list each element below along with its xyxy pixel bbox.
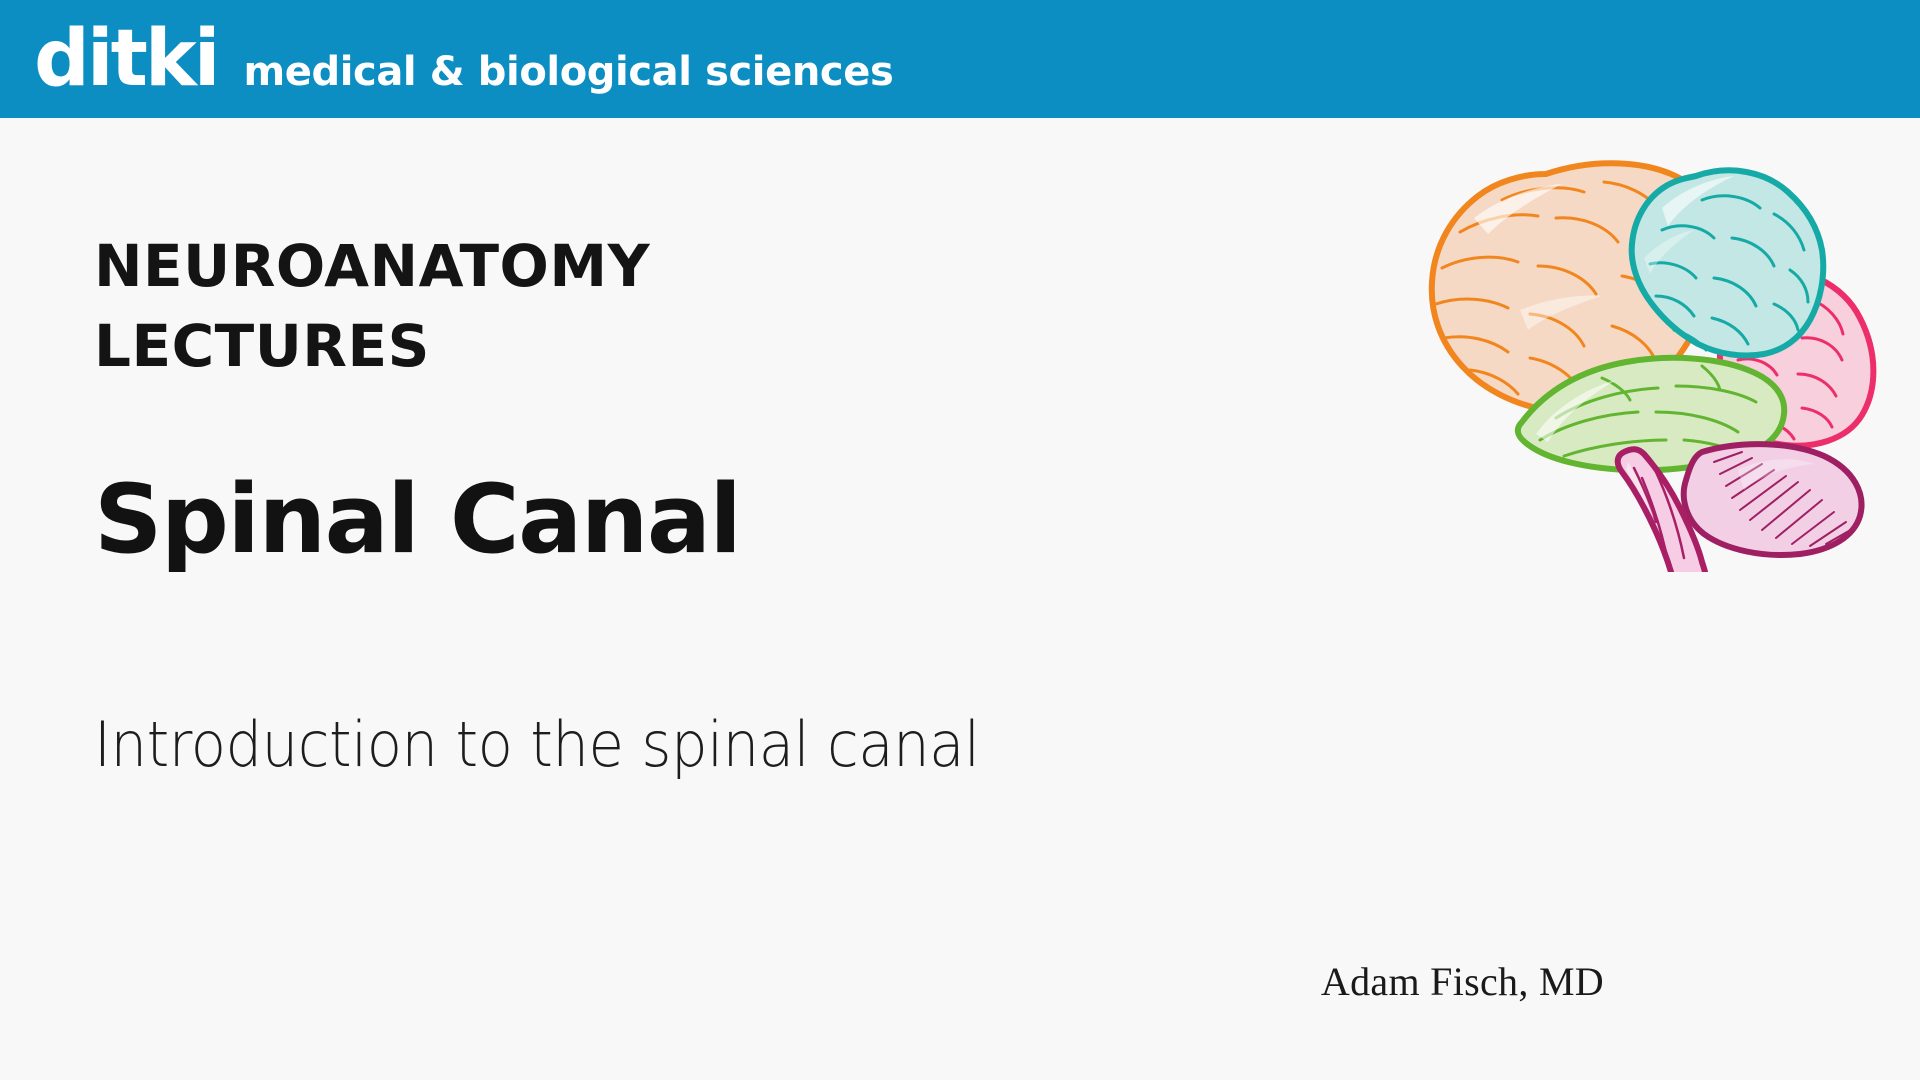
series-title: Neuroanatomy Lectures xyxy=(94,209,651,386)
parietal-lobe-region xyxy=(1628,167,1827,359)
lecture-title: Spinal Canal xyxy=(94,465,742,575)
temporal-highlight xyxy=(1536,380,1616,442)
parietal-highlight-2 xyxy=(1644,230,1694,274)
series-title-line-2: Lectures xyxy=(94,288,430,386)
author-credit: Adam Fisch, MD xyxy=(1320,959,1604,1004)
brand-header-bar: ditki medical & biological sciences xyxy=(0,0,1920,118)
brain-illustration xyxy=(1350,122,1910,572)
brand-logo-mark: ditki xyxy=(34,14,220,104)
brainstem-region xyxy=(1614,446,1709,572)
frontal-highlight-2 xyxy=(1520,295,1602,330)
brand-logo[interactable]: ditki medical & biological sciences xyxy=(34,14,894,104)
brand-logo-tagline: medical & biological sciences xyxy=(243,49,894,95)
brain-diagram-svg xyxy=(1428,160,1877,572)
series-title-line-1: Neuroanatomy xyxy=(94,209,651,306)
slide-text-column: Neuroanatomy Lectures Spinal Canal Intro… xyxy=(94,118,1604,1080)
cerebellum-region xyxy=(1680,441,1865,559)
frontal-highlight xyxy=(1474,184,1562,234)
lecture-subtitle: Introduction to the spinal canal xyxy=(94,708,980,781)
parietal-highlight xyxy=(1662,176,1734,226)
cerebellum-highlight xyxy=(1738,459,1814,490)
brainstem-highlight xyxy=(1626,462,1654,518)
temporal-lobe-region xyxy=(1514,354,1788,474)
